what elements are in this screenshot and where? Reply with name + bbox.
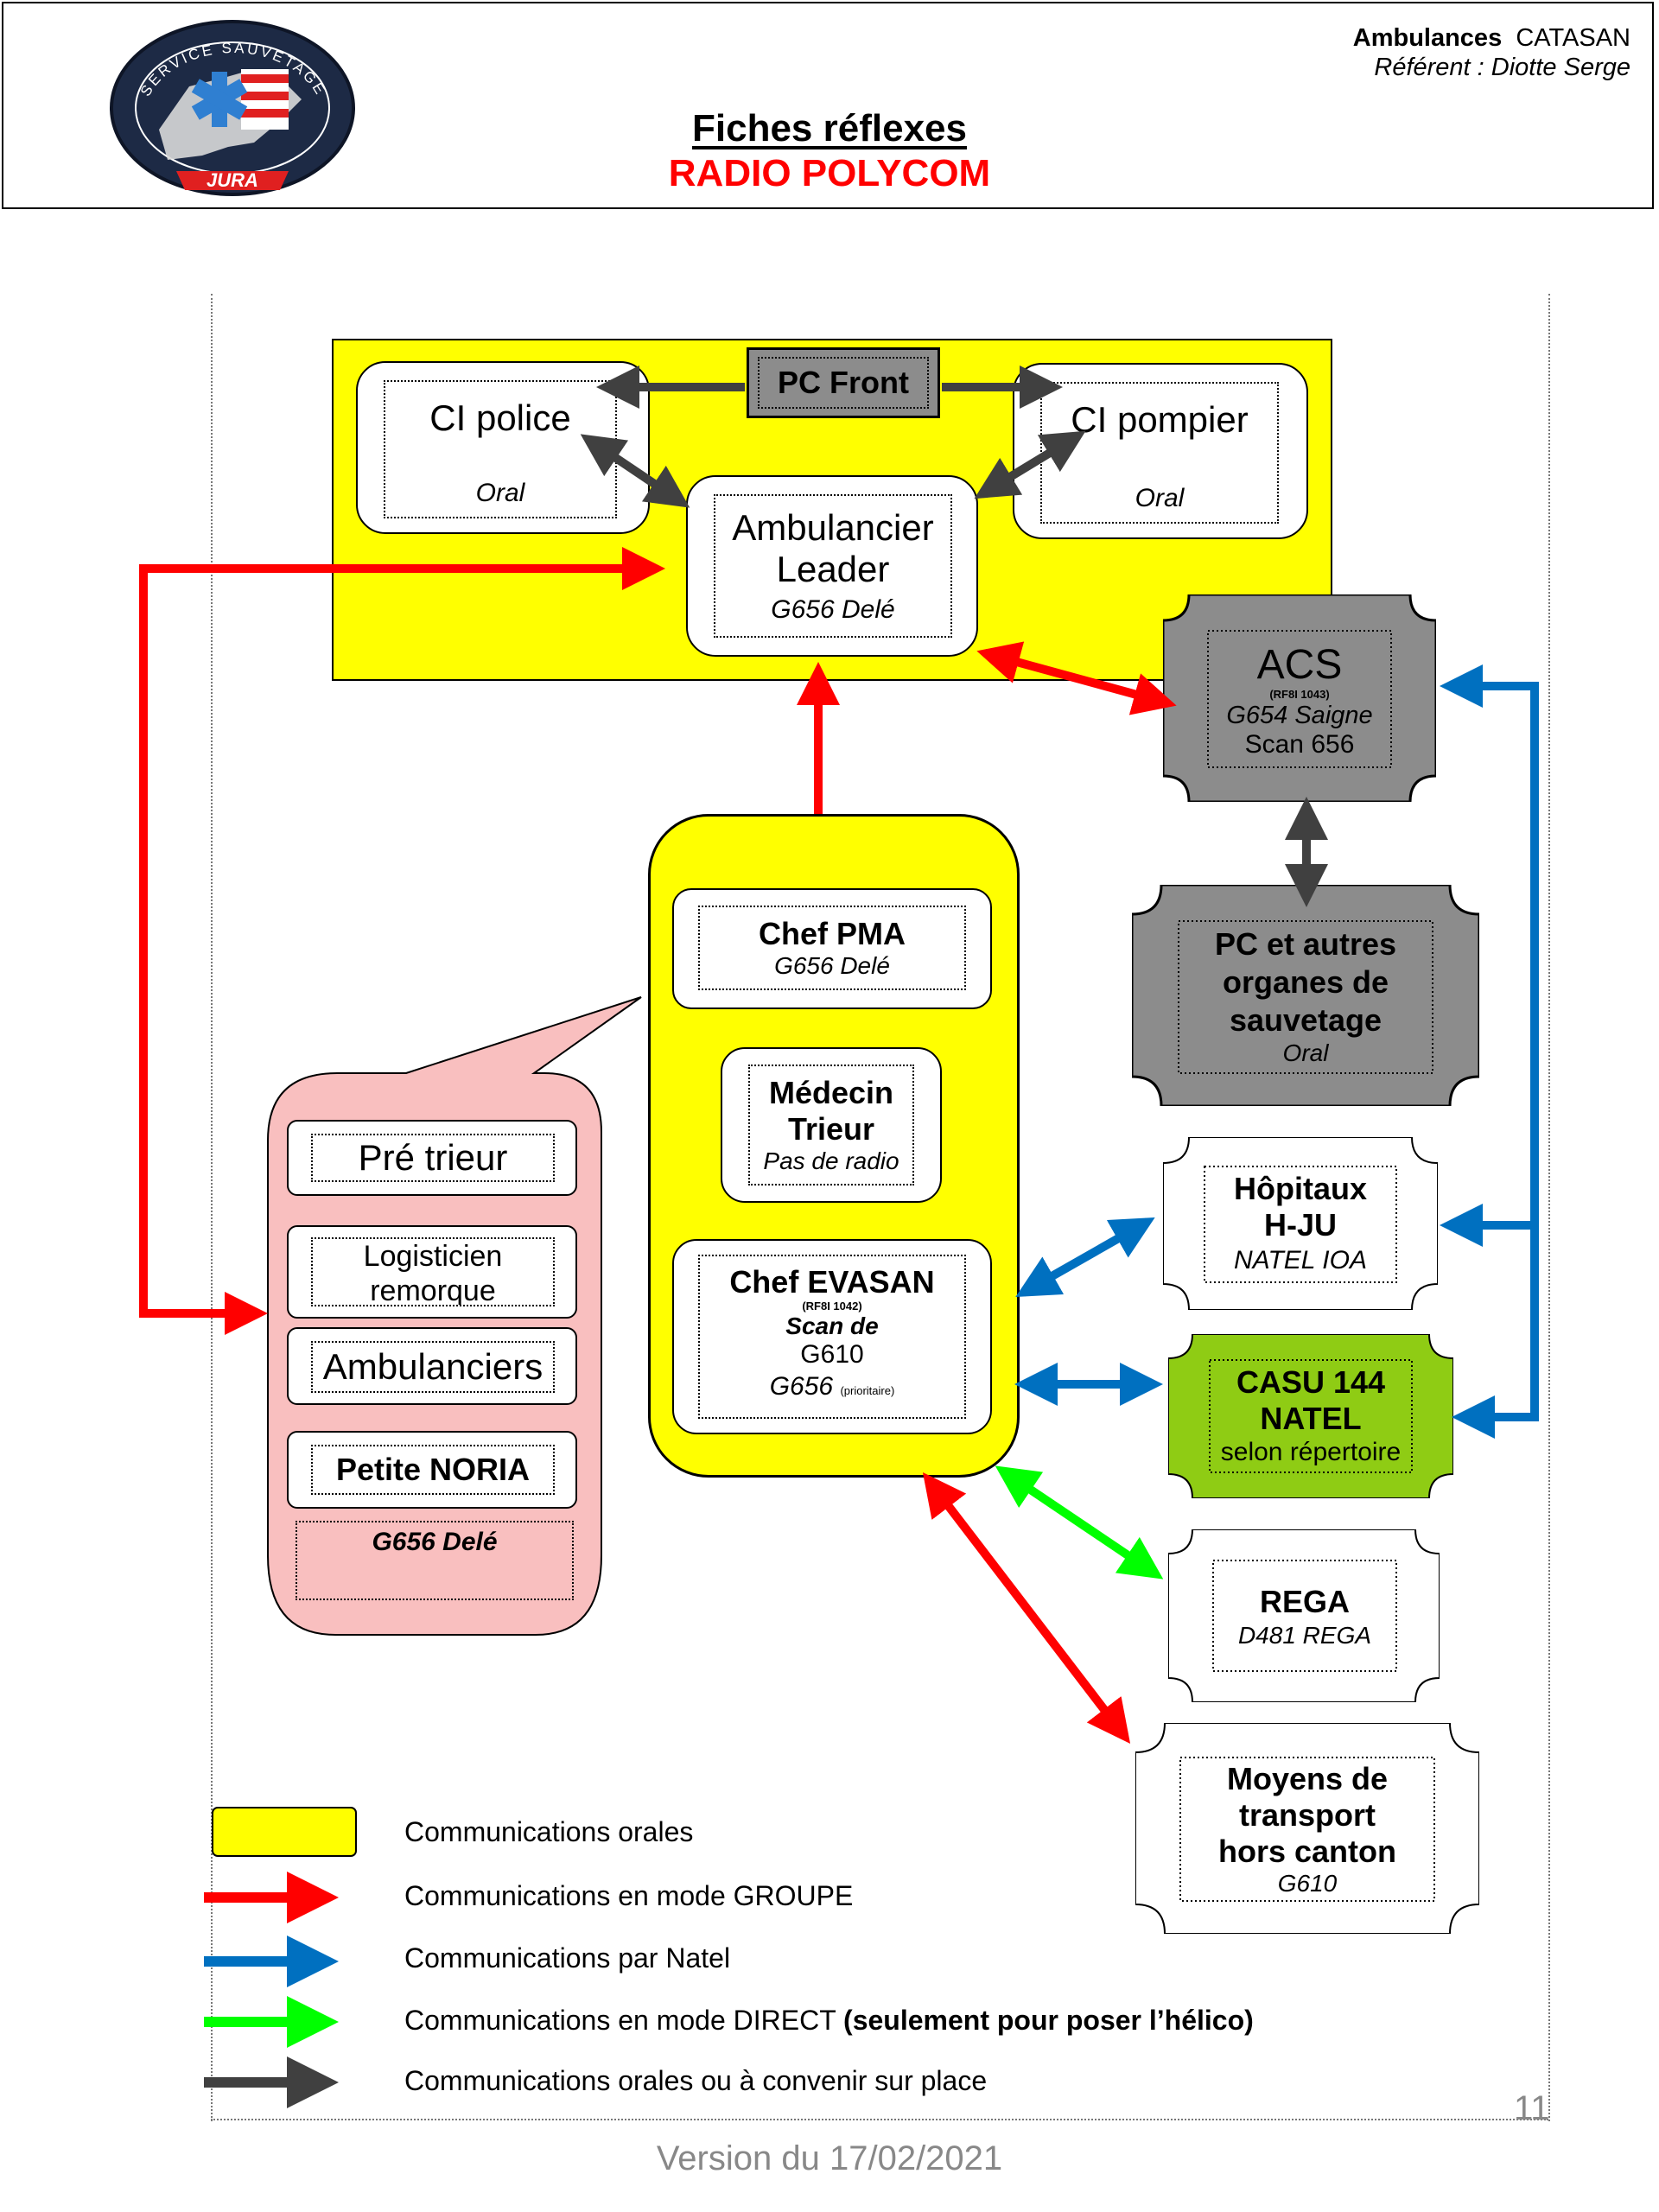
arrow-leader-field [139, 547, 665, 1335]
page-subtitle: RADIO POLYCOM [668, 152, 991, 194]
svg-text:JURA: JURA [207, 169, 258, 191]
acs-box: ACS (RF8I 1043) G654 Saigne Scan 656 [1226, 641, 1373, 759]
referent: Référent : Diotte Serge [1374, 54, 1630, 81]
noria-radio-box: G656 Delé [296, 1521, 574, 1600]
legend-text-direct: Communications en mode DIRECT (seulement… [404, 2005, 1254, 2036]
arrow-evasan-rega [995, 1465, 1164, 1580]
casu-box: CASU 144 NATEL selon répertoire [1220, 1364, 1402, 1466]
page-title: Fiches réflexes [692, 107, 967, 149]
petite-noria-box: Petite NORIA [287, 1431, 577, 1509]
org-name: Ambulances CATASAN [1352, 24, 1630, 52]
acs-shape [1163, 594, 1436, 802]
page-margin-right [1548, 294, 1550, 2121]
version-date: Version du 17/02/2021 [656, 2139, 1003, 2177]
legend-text-natel: Communications par Natel [404, 1942, 731, 1974]
legend-text-dark: Communications orales ou à convenir sur … [404, 2065, 988, 2096]
chef-pma-box: Chef PMA G656 Delé [672, 888, 992, 1009]
pc-front-box: PC Front [747, 347, 940, 418]
moyens-shape [1135, 1723, 1479, 1934]
pc-autres-box: PC et autres organes de sauvetage Oral [1214, 926, 1397, 1066]
arrow-evasan-moyens [922, 1472, 1131, 1744]
legend-swatch-yellow [212, 1807, 357, 1857]
ambulancier-leader-box: Ambulancier Leader G656 Delé [686, 475, 978, 657]
header-frame: JURA SERVICE SAUVETAGE Ambulances CATASA… [2, 2, 1654, 209]
arrow-casu-acs [1440, 664, 1539, 1439]
page-margin-left [211, 294, 213, 2121]
moyens-box: Moyens de transport hors canton G610 [1217, 1761, 1396, 1897]
hopitaux-box: Hôpitaux H-JU NATEL IOA [1233, 1171, 1367, 1274]
chef-evasan-box: Chef EVASAN (RF8I 1042) Scan de G610 G65… [672, 1239, 992, 1434]
jura-rescue-logo: JURA SERVICE SAUVETAGE [110, 20, 355, 196]
arrow-leader-acs [976, 641, 1177, 715]
rega-box: REGA D481 REGA [1237, 1584, 1372, 1649]
legend-text-groupe: Communications en mode GROUPE [404, 1880, 854, 1911]
arrow-evasan-hopitaux [1015, 1217, 1155, 1297]
arrow-police-leader [580, 434, 690, 508]
page-margin-bottom [211, 2119, 1548, 2120]
rega-shape [1168, 1529, 1440, 1702]
page-number: 11 [1514, 2089, 1550, 2127]
hopitaux-shape [1163, 1137, 1438, 1310]
medecin-trieur-box: Médecin Trieur Pas de radio [721, 1047, 942, 1203]
legend-text-oral: Communications orales [404, 1816, 694, 1847]
arrow-pompier-leader [974, 430, 1086, 499]
